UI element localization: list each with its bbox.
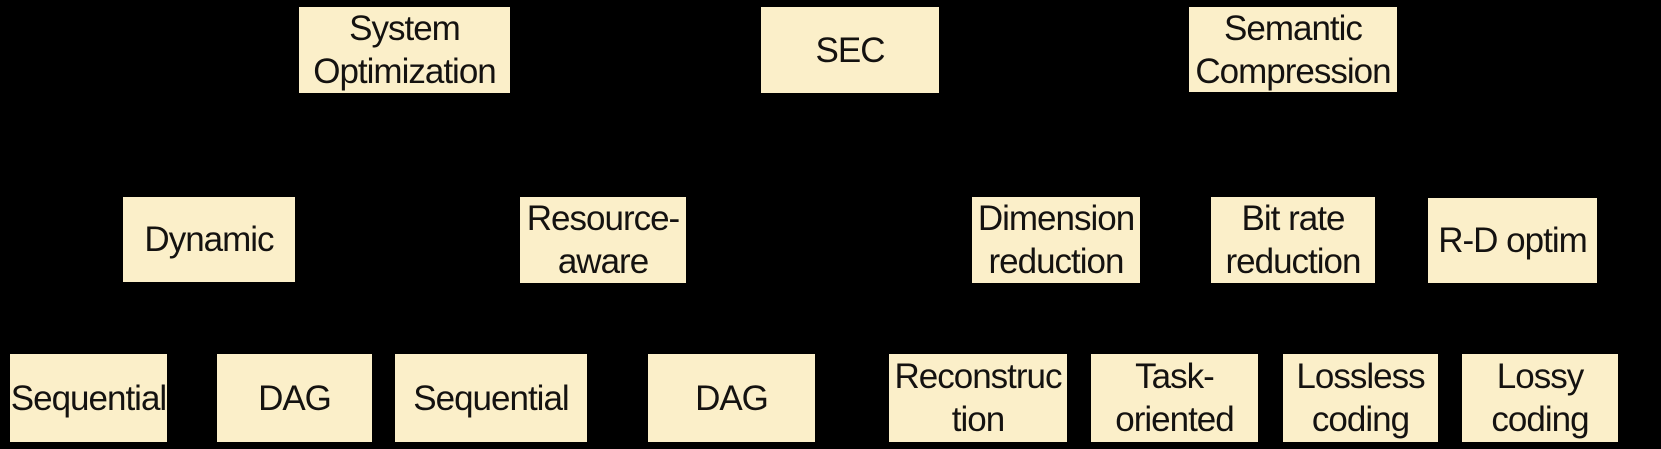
- node-lossy-coding: Lossy coding: [1462, 354, 1618, 442]
- node-semantic-compression: Semantic Compression: [1189, 7, 1397, 92]
- node-task-oriented: Task- oriented: [1091, 354, 1258, 442]
- node-sequential-resource: Sequential: [395, 354, 587, 442]
- node-resource-aware: Resource- aware: [520, 197, 686, 283]
- node-rd-optim: R-D optim: [1428, 198, 1597, 283]
- node-reconstruction: Reconstruc tion: [889, 354, 1067, 442]
- node-lossless-coding: Lossless coding: [1283, 354, 1438, 442]
- node-sequential-dynamic: Sequential: [10, 354, 167, 442]
- node-dynamic: Dynamic: [123, 197, 295, 282]
- node-sec: SEC: [761, 7, 939, 93]
- node-system-optimization: System Optimization: [299, 7, 510, 93]
- node-dag-dynamic: DAG: [217, 354, 372, 442]
- node-bit-rate-reduction: Bit rate reduction: [1211, 197, 1375, 283]
- node-dimension-reduction: Dimension reduction: [972, 197, 1140, 283]
- node-dag-resource: DAG: [648, 354, 815, 442]
